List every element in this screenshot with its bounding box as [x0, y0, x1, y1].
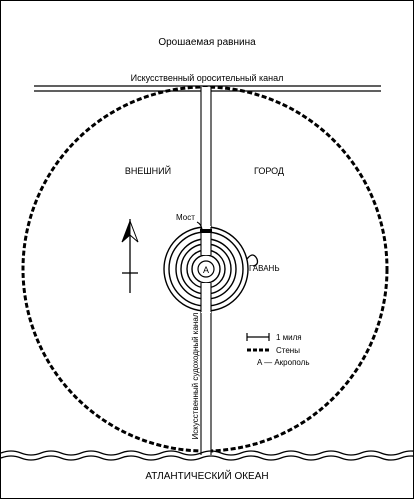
- harbor-label: ГАВАНЬ: [249, 264, 280, 273]
- ring-canal-north: [201, 226, 211, 255]
- acropolis-marker: A: [203, 265, 209, 275]
- legend-acropolis-label: A — Акрополь: [257, 358, 310, 367]
- ocean-shoreline: [1, 450, 413, 461]
- legend-walls-label: Стены: [276, 346, 300, 355]
- ship-canal: [200, 87, 212, 455]
- north-arrow-icon: [121, 219, 139, 293]
- legend: 1 миля Стены A — Акрополь: [246, 333, 310, 367]
- harbor-mark: [246, 254, 259, 267]
- ring-canal-south: [201, 283, 211, 313]
- bridge-label: Мост: [176, 213, 195, 222]
- ocean-label: АТЛАНТИЧЕСКИЙ ОКЕАН: [145, 469, 268, 482]
- legend-mile-label: 1 миля: [276, 333, 302, 342]
- outer-label: ВНЕШНИЙ: [125, 165, 171, 176]
- city-label: ГОРОД: [254, 166, 284, 176]
- bridge-mark: [200, 229, 212, 233]
- plain-label: Орошаемая равнина: [158, 37, 256, 48]
- irrigation-canal-label: Искусственный оросительный канал: [131, 73, 284, 83]
- ship-canal-label: Искусственный судоходный канал: [191, 312, 200, 439]
